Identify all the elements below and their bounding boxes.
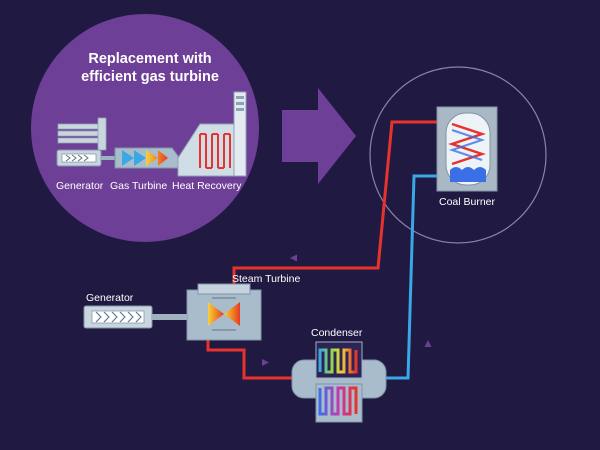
flow-arrow-icon <box>424 340 432 347</box>
steam-turbine-label: Steam Turbine <box>232 273 300 285</box>
plant-generator <box>83 305 187 329</box>
compressor-blades-icon <box>122 150 146 166</box>
drive-shaft <box>152 314 187 320</box>
coal-bed-icon <box>450 167 486 182</box>
cold-water-pipe <box>386 174 448 380</box>
plant-generator-label: Generator <box>86 292 134 304</box>
turbine-blades-icon <box>208 302 224 326</box>
coal-burner <box>436 106 498 192</box>
generator-coil-icon <box>95 311 142 323</box>
upgrade-title-line2: efficient gas turbine <box>81 69 219 85</box>
upgrade-circle <box>31 14 259 242</box>
condenser <box>291 341 387 423</box>
heat-recovery-stack <box>233 91 247 177</box>
flow-arrow-icon <box>290 254 297 262</box>
turbine-flame-icon <box>146 150 168 166</box>
heat-coils-icon <box>199 134 231 168</box>
condenser-upper-coil-icon <box>318 348 358 374</box>
turbine-exhaust-pipe <box>206 322 292 380</box>
steam-turbine <box>186 283 262 341</box>
upgrade-heat-recovery-label: Heat Recovery <box>172 180 242 192</box>
hot-steam-pipe <box>232 120 492 292</box>
coal-burner-label: Coal Burner <box>439 196 496 208</box>
condenser-label: Condenser <box>311 327 363 339</box>
boiler-circle <box>369 66 547 244</box>
upgrade-heat-recovery <box>177 91 247 177</box>
upgrade-generator-label: Generator <box>56 180 104 192</box>
upgrade-panel: Replacement with efficient gas turbine <box>31 14 259 242</box>
replacement-arrow-icon <box>282 88 356 184</box>
generator-coil-icon <box>61 153 97 163</box>
condenser-lower-coil-icon <box>318 386 358 416</box>
upgrade-generator <box>56 149 115 167</box>
upgrade-gas-turbine <box>114 147 179 169</box>
upgrade-title-line1: Replacement with <box>88 51 211 67</box>
flow-arrow-icon <box>262 359 269 366</box>
exhaust-fins <box>57 117 107 151</box>
upgrade-gas-turbine-label: Gas Turbine <box>110 180 167 192</box>
